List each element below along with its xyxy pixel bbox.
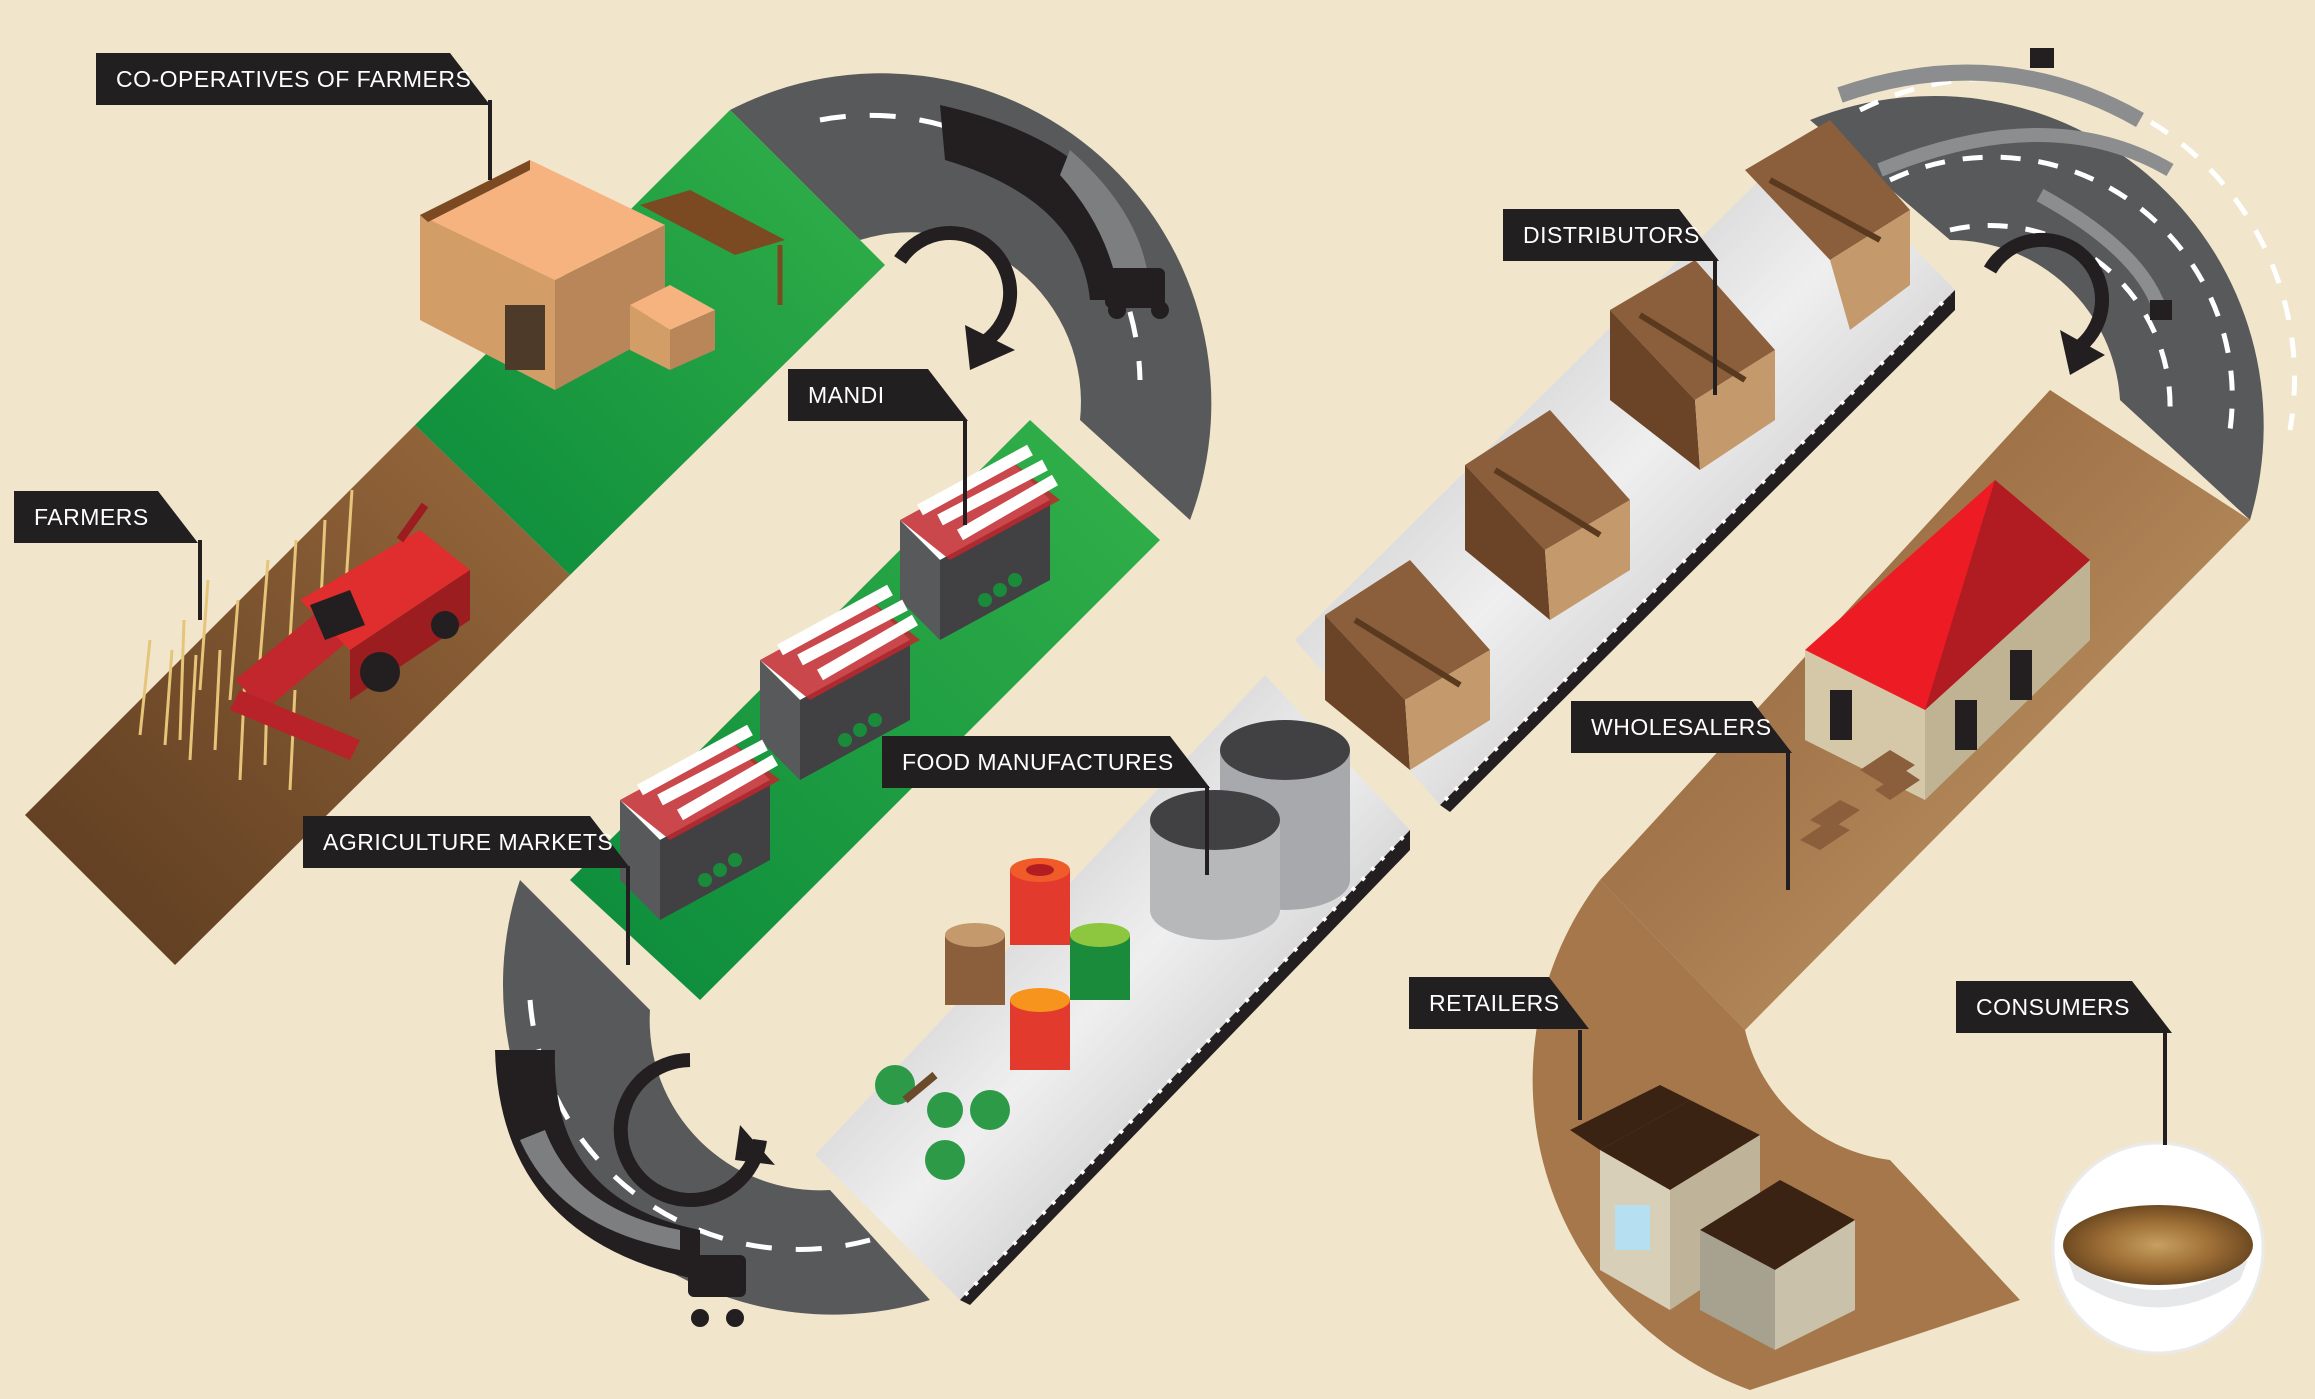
label-agriculture-markets: AGRICULTURE MARKETS <box>303 816 630 868</box>
label-text: MANDI <box>808 382 885 408</box>
label-text: FARMERS <box>34 504 149 530</box>
label-tab <box>154 491 198 543</box>
label-text: CO-OPERATIVES OF FARMERS <box>116 66 471 92</box>
label-text: AGRICULTURE MARKETS <box>323 829 613 855</box>
label-text: WHOLESALERS <box>1591 714 1772 740</box>
label-text: RETAILERS <box>1429 990 1560 1016</box>
label-text: FOOD MANUFACTURES <box>902 749 1174 775</box>
label-food-manufactures: FOOD MANUFACTURES <box>882 736 1210 788</box>
label-tab <box>2128 981 2172 1033</box>
cereal-bowl <box>2053 1143 2263 1353</box>
warehouse <box>1805 480 2090 800</box>
label-cooperatives: CO-OPERATIVES OF FARMERS <box>96 53 488 105</box>
label-farmers: FARMERS <box>14 491 198 543</box>
label-tab <box>924 369 968 421</box>
arrow-icon <box>900 233 1015 370</box>
label-wholesalers: WHOLESALERS <box>1571 701 1792 753</box>
label-text: DISTRIBUTORS <box>1523 222 1700 248</box>
label-retailers: RETAILERS <box>1409 977 1589 1029</box>
label-distributors: DISTRIBUTORS <box>1503 209 1719 261</box>
retail-buildings <box>1570 1085 1855 1350</box>
label-mandi: MANDI <box>788 369 968 421</box>
label-text: CONSUMERS <box>1976 994 2130 1020</box>
label-consumers: CONSUMERS <box>1956 981 2172 1033</box>
